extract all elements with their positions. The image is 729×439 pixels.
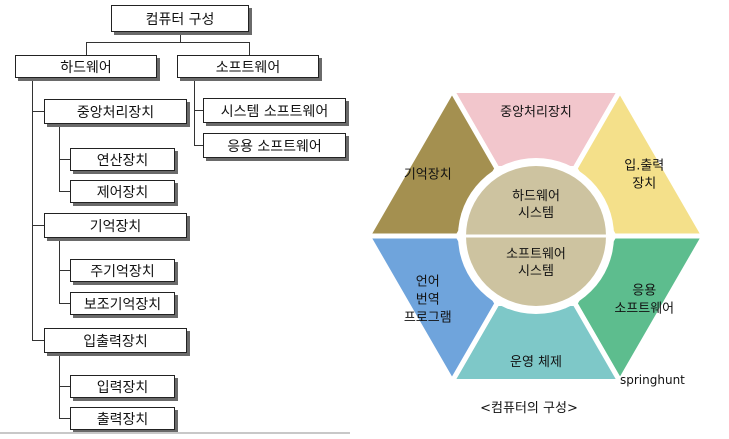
cpu-node: 중앙처리장치	[44, 99, 187, 124]
control-node: 제어장치	[70, 180, 175, 203]
connector-line	[194, 78, 195, 146]
connector-line	[194, 110, 203, 111]
wheel-segment-memory	[365, 88, 500, 239]
connector-line	[249, 42, 250, 55]
output-label: 출력장치	[96, 411, 149, 428]
alu-label: 연산장치	[96, 152, 149, 169]
connector-line	[59, 386, 70, 387]
app-sw-node: 응용 소프트웨어	[203, 133, 346, 158]
output-node: 출력장치	[70, 407, 175, 430]
alu-node: 연산장치	[70, 148, 175, 171]
main-memory-node: 주기억장치	[70, 259, 175, 282]
software-node: 소프트웨어	[177, 55, 319, 78]
software-label: 소프트웨어	[215, 59, 281, 76]
connector-line	[86, 42, 249, 43]
connector-line	[59, 270, 70, 271]
control-label: 제어장치	[96, 184, 149, 201]
memory-label: 기억장치	[89, 218, 142, 235]
connector-line	[32, 340, 44, 341]
connector-line	[59, 238, 60, 304]
hardware-node: 하드웨어	[15, 55, 157, 78]
connector-line	[180, 32, 181, 42]
divider	[0, 432, 350, 434]
aux-memory-node: 보조기억장치	[70, 292, 175, 315]
connector-line	[32, 111, 44, 112]
hardware-label: 하드웨어	[60, 59, 112, 76]
memory-node: 기억장치	[44, 213, 187, 238]
connector-line	[59, 124, 60, 192]
input-node: 입력장치	[70, 375, 175, 398]
figure-caption: <컴퓨터의 구성>	[480, 401, 578, 416]
connector-line	[86, 42, 87, 55]
connector-line	[59, 418, 70, 419]
watermark-text: springhunt	[620, 373, 685, 387]
wheel-label-cpu: 중앙처리장치	[500, 105, 572, 120]
main-memory-label: 주기억장치	[90, 263, 155, 280]
system-sw-label: 시스템 소프트웨어	[220, 103, 329, 120]
app-sw-label: 응용 소프트웨어	[227, 138, 322, 155]
cpu-label: 중앙처리장치	[76, 104, 155, 121]
root-node: 컴퓨터 구성	[111, 5, 249, 32]
connector-line	[32, 225, 44, 226]
connector-line	[194, 145, 203, 146]
connector-line	[59, 191, 70, 192]
system-sw-node: 시스템 소프트웨어	[203, 98, 346, 123]
connector-line	[59, 303, 70, 304]
wheel-label-memory: 기억장치	[404, 168, 452, 183]
connector-line	[59, 159, 70, 160]
io-label: 입출력장치	[83, 333, 148, 350]
input-label: 입력장치	[96, 379, 149, 396]
wheel-label-os: 운영 체제	[510, 355, 562, 370]
io-node: 입출력장치	[44, 328, 187, 353]
root-label: 컴퓨터 구성	[145, 11, 215, 28]
aux-memory-label: 보조기억장치	[83, 296, 162, 313]
connector-line	[32, 78, 33, 341]
